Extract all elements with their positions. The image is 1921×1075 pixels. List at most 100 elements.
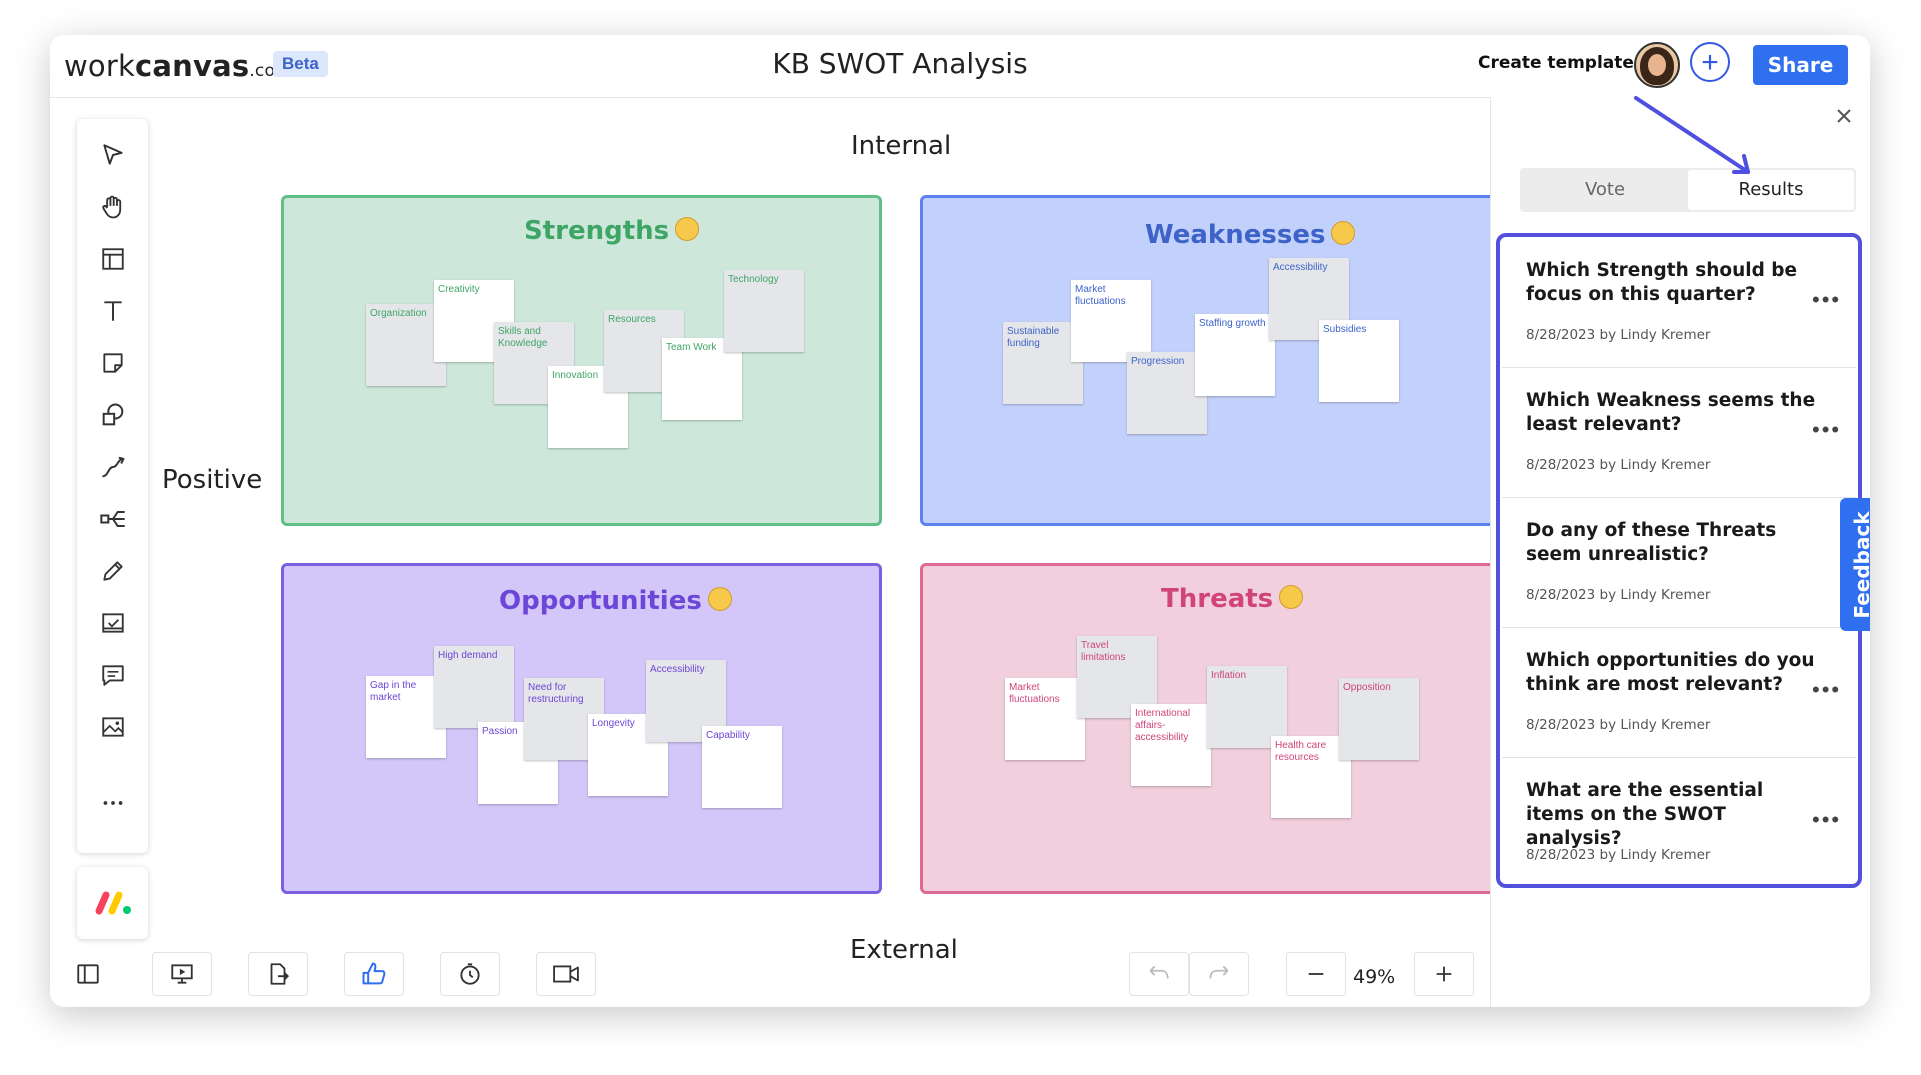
shapes-icon[interactable] — [93, 395, 133, 435]
plus-icon[interactable]: + — [1690, 42, 1730, 82]
left-toolbar — [77, 119, 148, 853]
presentation-icon[interactable] — [152, 952, 212, 996]
video-icon[interactable] — [536, 952, 596, 996]
poll-question: Do any of these Threats seem unrealistic… — [1526, 520, 1777, 565]
board-title[interactable]: KB SWOT Analysis — [772, 47, 1028, 80]
poll-item[interactable]: What are the essential items on the SWOT… — [1502, 757, 1856, 887]
tab-results[interactable]: Results — [1688, 170, 1854, 210]
close-icon[interactable] — [1832, 104, 1856, 128]
poll-question: Which Weakness seems the least relevant? — [1526, 390, 1816, 435]
share-button[interactable]: Share — [1753, 45, 1848, 85]
sticky-note[interactable]: Longevity — [588, 714, 668, 796]
grin-emoji-icon — [675, 216, 700, 241]
poll-item[interactable]: Do any of these Threats seem unrealistic… — [1502, 497, 1856, 628]
annotation-arrow-icon — [1634, 96, 1750, 174]
poll-question: What are the essential items on the SWOT… — [1526, 780, 1764, 849]
more-options-icon[interactable]: ••• — [1812, 677, 1842, 702]
app-window: workcanvas.com Beta KB SWOT Analysis Cre… — [50, 35, 1870, 1007]
sticky-note[interactable]: Technology — [724, 270, 804, 352]
results-highlight — [1496, 233, 1862, 888]
sticky-note[interactable]: Health care resources — [1271, 736, 1351, 818]
poll-meta: 8/28/2023 by Lindy Kremer — [1526, 717, 1711, 733]
weaknesses-title-text: Weaknesses — [1145, 220, 1326, 250]
strengths-title-text: Strengths — [524, 216, 670, 246]
hand-icon[interactable] — [93, 187, 133, 227]
connector-icon[interactable] — [93, 447, 133, 487]
axis-label-positive: Positive — [162, 465, 263, 495]
sticky-note[interactable]: Capability — [702, 726, 782, 808]
image-icon[interactable] — [93, 707, 133, 747]
feedback-tab[interactable]: Feedback — [1840, 498, 1870, 631]
threats-title-text: Threats — [1161, 584, 1274, 614]
timer-icon[interactable] — [440, 952, 500, 996]
sticky-note[interactable]: Market fluctuations — [1071, 280, 1151, 362]
weaknesses-title: Weaknesses — [1145, 220, 1356, 250]
axis-label-external: External — [850, 935, 958, 965]
workcanvas-logo[interactable]: workcanvas.com — [64, 49, 292, 83]
logo-bold-text: canvas — [134, 49, 250, 83]
poll-meta: 8/28/2023 by Lindy Kremer — [1526, 327, 1711, 343]
opportunities-quadrant[interactable]: Opportunities Gap in the market High dem… — [281, 563, 882, 894]
logo-light-text: work — [64, 49, 135, 83]
poll-item[interactable]: Which opportunities do you think are mos… — [1502, 627, 1856, 758]
sidebar-toggle-icon[interactable] — [58, 952, 118, 996]
threats-title: Threats — [1161, 584, 1304, 614]
sticky-note[interactable]: Inflation — [1207, 666, 1287, 748]
weaknesses-quadrant[interactable]: Weaknesses Sustainable funding Market fl… — [920, 195, 1560, 526]
more-options-icon[interactable]: ••• — [1812, 807, 1842, 832]
beta-badge: Beta — [273, 51, 328, 77]
redo-icon[interactable] — [1189, 952, 1249, 996]
more-options-icon[interactable]: ••• — [1812, 417, 1842, 442]
export-icon[interactable] — [248, 952, 308, 996]
create-template-button[interactable]: Create template — [1478, 53, 1634, 73]
poll-meta: 8/28/2023 by Lindy Kremer — [1526, 847, 1711, 863]
threats-quadrant[interactable]: Threats Market fluctuations Travel limit… — [920, 563, 1560, 894]
pen-icon[interactable] — [93, 551, 133, 591]
sticky-note[interactable]: Opposition — [1339, 678, 1419, 760]
sticky-note[interactable]: Staffing growth — [1195, 314, 1275, 396]
panel-tabs: Vote Results — [1520, 168, 1856, 212]
hug-emoji-icon — [707, 586, 732, 611]
sticky-note[interactable]: Subsidies — [1319, 320, 1399, 402]
task-icon[interactable] — [93, 603, 133, 643]
axis-label-internal: Internal — [851, 131, 952, 161]
sticky-note[interactable]: International affairs-accessibility — [1131, 704, 1211, 786]
poll-meta: 8/28/2023 by Lindy Kremer — [1526, 457, 1711, 473]
zoom-out-icon[interactable] — [1286, 952, 1346, 996]
more-options-icon[interactable]: ••• — [1812, 287, 1842, 312]
poll-question: Which Strength should be focus on this q… — [1526, 260, 1798, 305]
frame-icon[interactable] — [93, 239, 133, 279]
opportunities-title: Opportunities — [499, 586, 732, 616]
feedback-label: Feedback — [1850, 510, 1870, 619]
zoom-in-icon[interactable] — [1414, 952, 1474, 996]
sticky-note[interactable]: Organization — [366, 304, 446, 386]
sticky-note[interactable]: High demand — [434, 646, 514, 728]
sticky-note[interactable]: Market fluctuations — [1005, 678, 1085, 760]
poll-item[interactable]: Which Strength should be focus on this q… — [1502, 237, 1856, 368]
sticky-note[interactable]: Gap in the market — [366, 676, 446, 758]
sticky-note-icon[interactable] — [93, 343, 133, 383]
sticky-note[interactable]: Sustainable funding — [1003, 322, 1083, 404]
poll-item[interactable]: Which Weakness seems the least relevant?… — [1502, 367, 1856, 498]
strengths-quadrant[interactable]: Strengths Organization Creativity Skills… — [281, 195, 882, 526]
top-bar: workcanvas.com Beta KB SWOT Analysis Cre… — [50, 35, 1870, 98]
tab-vote[interactable]: Vote — [1584, 179, 1626, 200]
opportunities-title-text: Opportunities — [499, 586, 702, 616]
user-avatar[interactable] — [1634, 42, 1680, 88]
frown-emoji-icon — [1331, 220, 1356, 245]
strengths-title: Strengths — [524, 216, 700, 246]
poll-question: Which opportunities do you think are mos… — [1526, 650, 1815, 695]
undo-icon[interactable] — [1129, 952, 1189, 996]
comment-icon[interactable] — [93, 655, 133, 695]
more-icon[interactable] — [93, 783, 133, 823]
sticky-note[interactable]: Progression — [1127, 352, 1207, 434]
monday-logo[interactable] — [77, 867, 148, 939]
bottom-bar: 49% — [50, 940, 1490, 1000]
text-icon[interactable] — [93, 291, 133, 331]
vote-icon[interactable] — [344, 952, 404, 996]
mindmap-icon[interactable] — [93, 499, 133, 539]
scream-emoji-icon — [1279, 584, 1304, 609]
select-icon[interactable] — [93, 135, 133, 175]
poll-meta: 8/28/2023 by Lindy Kremer — [1526, 587, 1711, 603]
zoom-level: 49% — [1353, 966, 1396, 988]
